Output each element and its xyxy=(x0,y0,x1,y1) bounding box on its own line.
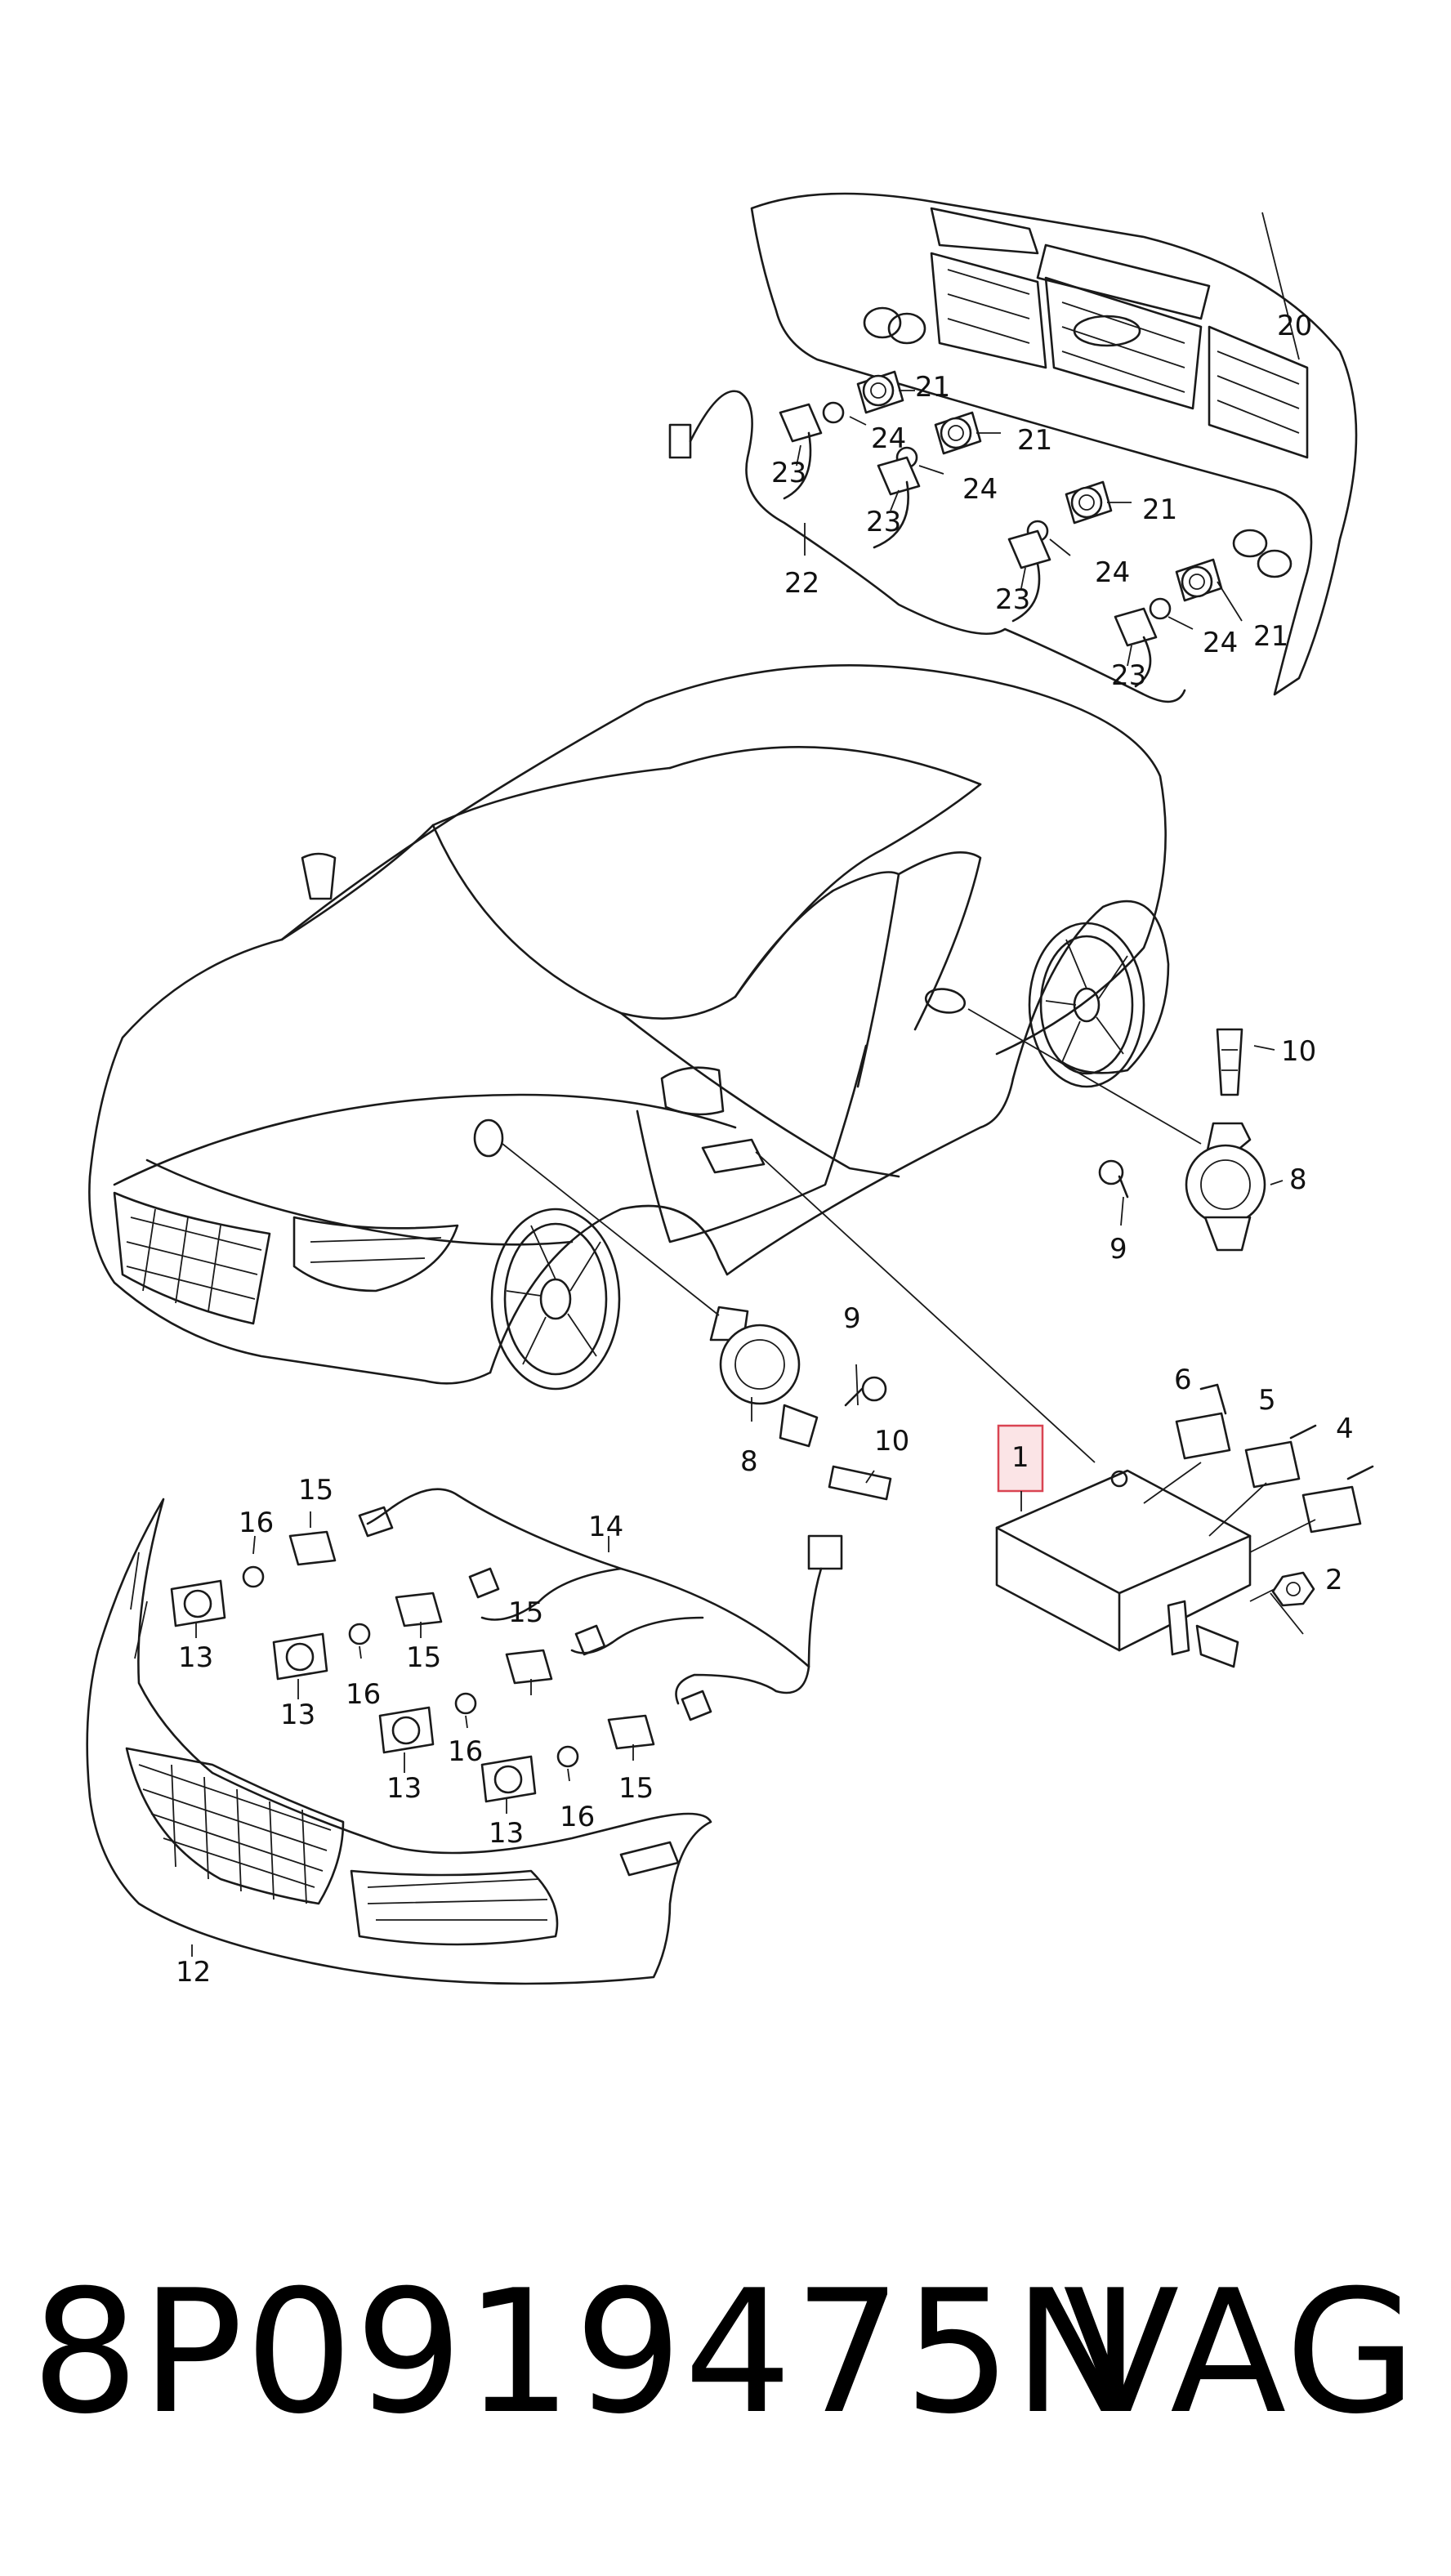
rear-warning-buzzer xyxy=(1185,1122,1266,1252)
callout-1-highlight xyxy=(997,1424,1044,1493)
callout-5: 5 xyxy=(1258,1384,1276,1417)
side-marker-oval xyxy=(924,988,967,1014)
front-harness xyxy=(358,1488,843,1721)
callout-9-rear: 9 xyxy=(1109,1233,1127,1266)
callout-2: 2 xyxy=(1325,1564,1343,1596)
rear-sensor-1 xyxy=(856,370,904,414)
callout-16-d: 16 xyxy=(560,1801,595,1833)
callout-13-d: 13 xyxy=(489,1817,524,1850)
rear-seal-ring-1 xyxy=(822,401,845,424)
callout-16-a: 16 xyxy=(239,1507,274,1539)
callout-8-front: 8 xyxy=(740,1445,758,1478)
front-wheel xyxy=(490,1208,621,1391)
callout-22: 22 xyxy=(784,567,819,600)
rear-buzzer-screw xyxy=(1098,1159,1129,1199)
front-seal-ring-1 xyxy=(242,1565,265,1588)
callout-13-b: 13 xyxy=(280,1699,315,1731)
front-marker-oval xyxy=(473,1118,504,1158)
callout-9-front: 9 xyxy=(843,1302,861,1335)
front-buzzer-screw xyxy=(844,1376,887,1407)
rear-sensor-4 xyxy=(1175,558,1223,602)
callout-23-c: 23 xyxy=(995,583,1030,616)
rear-buzzer-connector xyxy=(1216,1028,1243,1096)
rear-housing-2 xyxy=(877,456,921,496)
control-unit xyxy=(995,1469,1252,1668)
front-sensor-2 xyxy=(272,1632,328,1681)
callout-13-a: 13 xyxy=(178,1641,213,1674)
callout-labels: 1 2 4 5 6 8 8 9 9 10 10 12 13 13 13 13 1… xyxy=(176,310,1354,1989)
connector-5 xyxy=(1244,1424,1317,1489)
callout-10-rear: 10 xyxy=(1281,1035,1316,1068)
rear-housing-4 xyxy=(1114,607,1158,647)
part-number: 8P0919475N xyxy=(31,2254,1142,2452)
connector-4 xyxy=(1301,1465,1374,1534)
front-sensor-3 xyxy=(378,1706,435,1754)
callout-23-a: 23 xyxy=(771,457,806,489)
callout-13-c: 13 xyxy=(386,1772,422,1805)
front-housing-4 xyxy=(607,1714,655,1750)
front-sensor-4 xyxy=(480,1755,537,1803)
callout-15-c: 15 xyxy=(508,1596,543,1629)
nut xyxy=(1271,1571,1315,1607)
callout-24-c: 24 xyxy=(1095,556,1130,589)
front-buzzer-connector xyxy=(828,1465,892,1501)
front-bumper xyxy=(86,1498,712,1985)
car-body xyxy=(88,664,1170,1385)
callout-10-front: 10 xyxy=(874,1425,909,1458)
rear-housing-1 xyxy=(779,403,823,443)
callout-21-b: 21 xyxy=(1017,424,1052,457)
rear-bumper xyxy=(750,192,1358,696)
callout-16-b: 16 xyxy=(346,1678,381,1711)
callout-8-rear: 8 xyxy=(1289,1163,1307,1196)
callout-15-a: 15 xyxy=(298,1474,333,1507)
callout-4: 4 xyxy=(1336,1413,1354,1445)
callout-6: 6 xyxy=(1174,1364,1192,1396)
callout-20: 20 xyxy=(1277,310,1312,342)
rear-wheel xyxy=(1028,922,1145,1088)
door-handle xyxy=(701,1138,766,1174)
front-seal-ring-3 xyxy=(454,1692,477,1715)
front-housing-3 xyxy=(505,1649,553,1685)
callout-15-d: 15 xyxy=(618,1772,654,1805)
part-footer: 8P0919475N VAG xyxy=(0,2263,1451,2443)
front-sensor-1 xyxy=(170,1579,226,1627)
rear-housing-3 xyxy=(1007,529,1051,569)
rear-sensor-3 xyxy=(1065,480,1113,525)
front-seal-ring-4 xyxy=(556,1745,579,1768)
rear-harness xyxy=(668,390,1186,703)
callout-24-d: 24 xyxy=(1203,627,1238,659)
callout-23-b: 23 xyxy=(866,506,901,538)
front-seal-ring-2 xyxy=(348,1623,371,1645)
brand-name: VAG xyxy=(1063,2254,1418,2452)
callout-16-c: 16 xyxy=(448,1735,483,1768)
callout-21-d: 21 xyxy=(1253,620,1288,653)
front-sensor-group xyxy=(170,1530,655,1803)
front-warning-buzzer xyxy=(709,1306,819,1448)
connector-6 xyxy=(1175,1383,1231,1460)
callout-14: 14 xyxy=(588,1511,623,1543)
front-housing-2 xyxy=(395,1592,443,1627)
rear-seal-ring-4 xyxy=(1149,597,1172,620)
callout-12: 12 xyxy=(176,1956,211,1989)
callout-24-a: 24 xyxy=(871,422,906,455)
front-housing-1 xyxy=(288,1530,337,1566)
callout-24-b: 24 xyxy=(962,473,998,506)
callout-21-a: 21 xyxy=(915,371,950,404)
callout-23-d: 23 xyxy=(1111,659,1146,692)
callout-1: 1 xyxy=(1011,1441,1029,1474)
callout-21-c: 21 xyxy=(1142,493,1177,526)
rear-sensor-2 xyxy=(934,411,982,455)
callout-15-b: 15 xyxy=(406,1641,441,1674)
